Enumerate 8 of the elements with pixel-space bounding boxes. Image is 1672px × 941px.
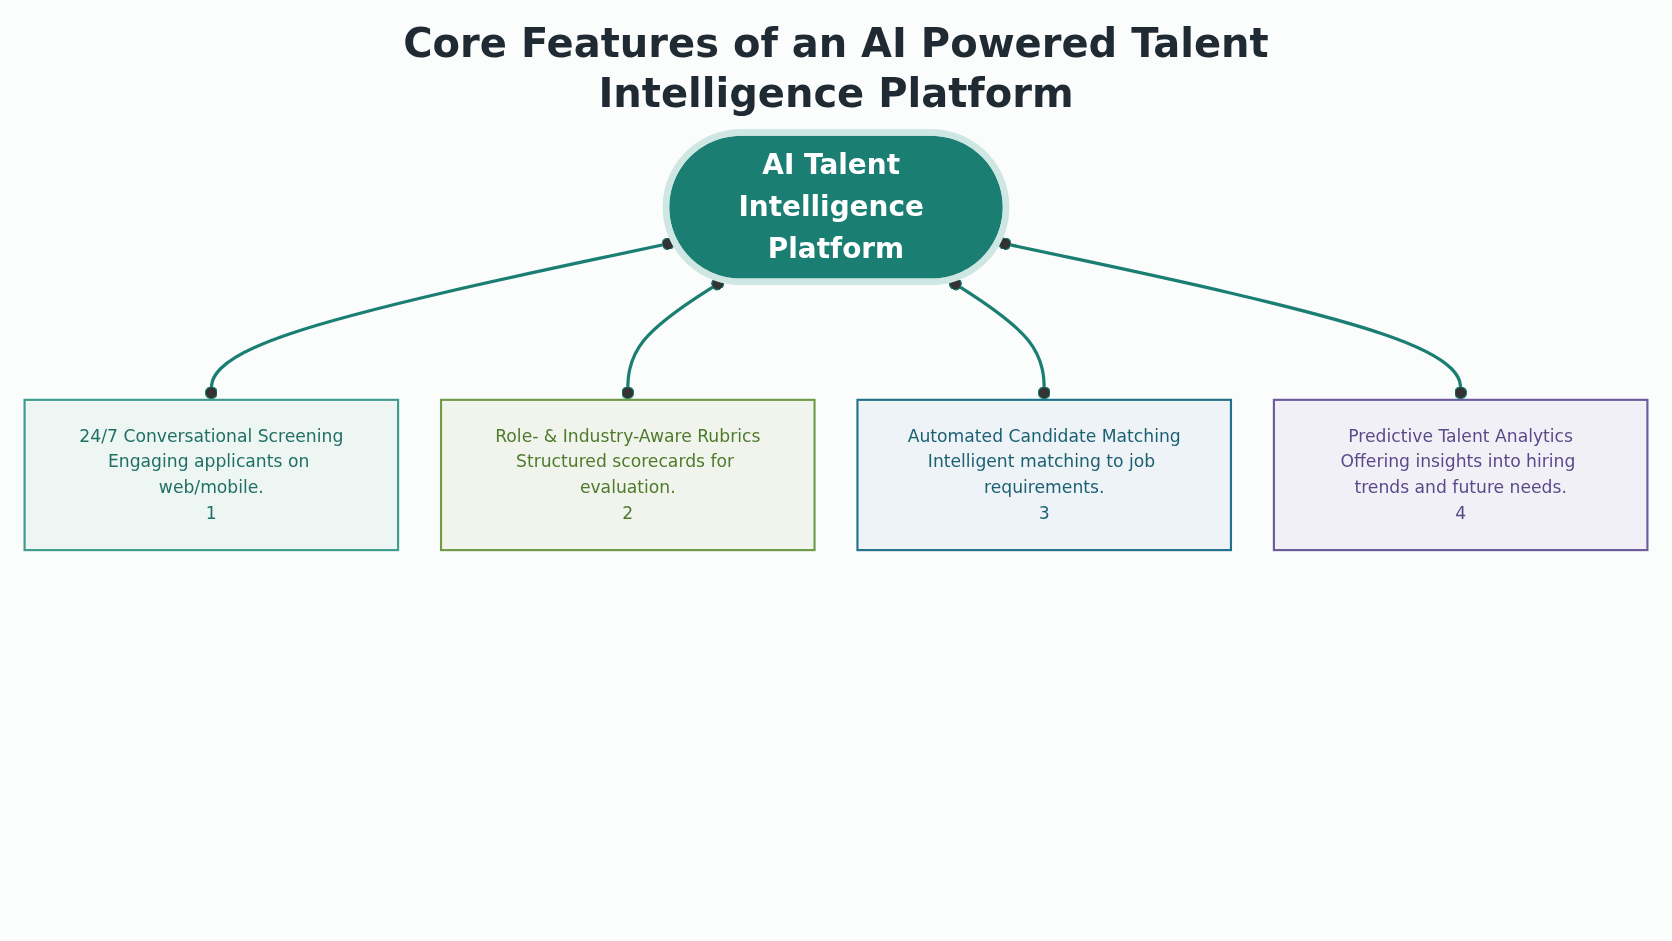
connector <box>204 237 676 400</box>
node-box: Automated Candidate Matching Intelligent matching to job requirements. 3 <box>856 398 1233 552</box>
node-box: Predictive Talent Analytics Offering insights into hiring trends and future needs. 4 <box>1272 398 1649 552</box>
node-box: 24/7 Conversational Screening Engaging applicants on web/mobile. 1 <box>23 398 400 552</box>
node-box: Role- & Industry-Aware Rubrics Structured scorecards for evaluation. 2 <box>439 398 816 552</box>
connector <box>948 277 1051 400</box>
diagram-title: Core Features of an AI Powered Talent Intelligence Platform <box>402 19 1270 118</box>
connector <box>997 237 1468 400</box>
